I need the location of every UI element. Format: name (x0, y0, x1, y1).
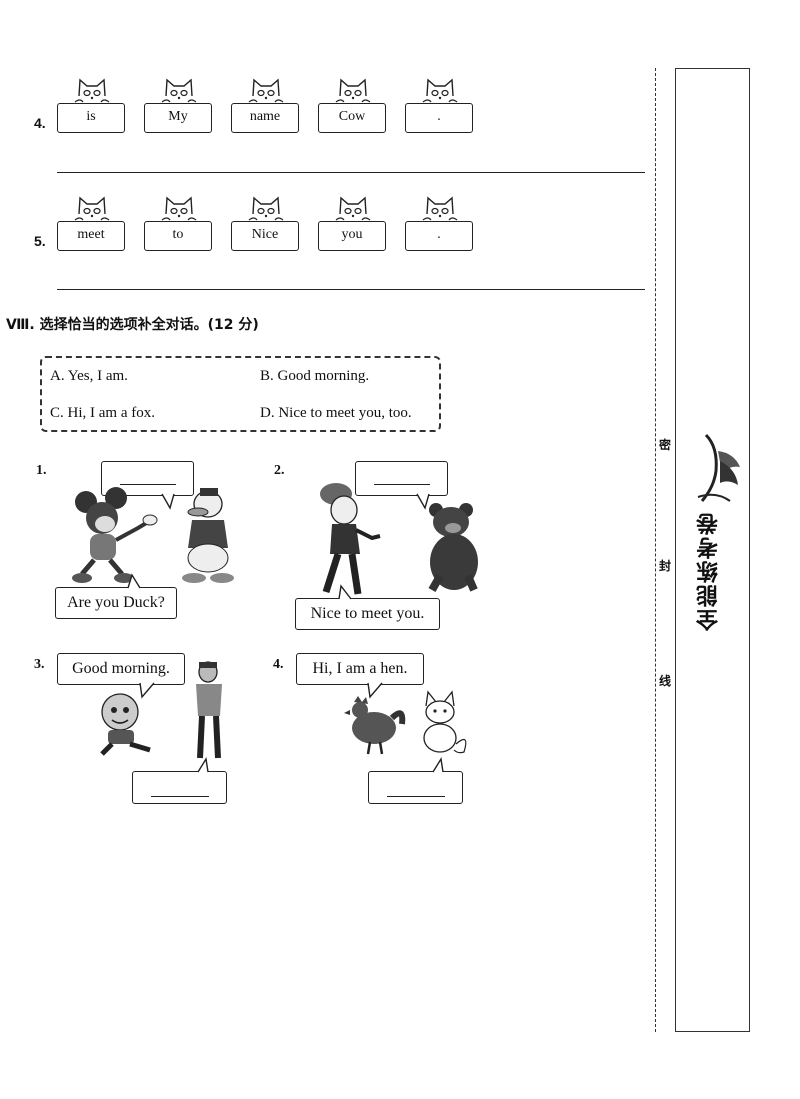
answer-blank[interactable] (374, 484, 430, 485)
word-card: . (405, 221, 473, 251)
given-line: Hi, I am a hen. (312, 660, 408, 677)
side-panel: 全能练考卷 (675, 68, 750, 1032)
word-card: Cow (318, 103, 386, 133)
hen-figure (344, 696, 406, 755)
answer-bubble[interactable] (368, 771, 463, 804)
seal-line (655, 68, 656, 1032)
speech-bubble-tail-icon (432, 757, 444, 773)
word-card: My (144, 103, 212, 133)
answer-bubble[interactable] (355, 461, 448, 496)
dialog-number: 3. (34, 657, 45, 672)
word-card: Nice (231, 221, 299, 251)
logger-man-figure (320, 483, 381, 595)
seal-char: 封 (659, 559, 672, 573)
answer-blank[interactable] (151, 796, 209, 797)
seal-char: 线 (659, 674, 672, 688)
speech-bubble-tail-icon (161, 493, 175, 510)
word-card: to (144, 221, 212, 251)
answer-line[interactable] (57, 289, 645, 290)
speech-bubble-tail-icon (416, 493, 430, 510)
cat-head-icon (422, 78, 458, 103)
speech-bubble-tail-icon (197, 757, 209, 773)
seal-char: 密 (659, 438, 672, 452)
cat-head-icon (161, 78, 197, 103)
donald-duck-figure (182, 488, 234, 583)
word-card: is (57, 103, 125, 133)
speech-bubble-tail-icon (139, 682, 155, 699)
cat-head-icon (248, 196, 284, 221)
cat-head-icon (161, 196, 197, 221)
options-box: A. Yes, I am. B. Good morning. C. Hi, I … (40, 356, 441, 432)
cat-head-icon (74, 78, 110, 103)
speech-bubble-tail-icon (127, 573, 141, 589)
boy-figure (100, 693, 151, 756)
word-card: you (318, 221, 386, 251)
fox-figure (423, 690, 467, 754)
answer-bubble[interactable] (132, 771, 227, 804)
option-a: A. Yes, I am. (50, 368, 128, 384)
cat-head-icon (74, 196, 110, 221)
option-d: D. Nice to meet you, too. (260, 405, 412, 421)
speech-bubble-tail-icon (338, 584, 352, 600)
dialog-number: 2. (274, 463, 285, 478)
section-title: Ⅷ. 选择恰当的选项补全对话。(12 分) (6, 317, 259, 333)
dialog-number: 1. (36, 463, 47, 478)
answer-blank[interactable] (120, 484, 176, 485)
logo-feather-icon (697, 433, 740, 502)
cat-head-icon (422, 196, 458, 221)
answer-blank[interactable] (387, 796, 445, 797)
word-card: meet (57, 221, 125, 251)
man-figure (196, 661, 222, 759)
given-line: Nice to meet you. (310, 605, 425, 622)
question-number: 5. (34, 233, 46, 249)
given-line-bubble: Good morning. (57, 653, 185, 685)
answer-line[interactable] (57, 172, 645, 173)
cat-head-icon (335, 196, 371, 221)
option-b: B. Good morning. (260, 368, 370, 384)
question-number: 4. (34, 115, 46, 131)
given-line: Are you Duck? (67, 594, 165, 611)
word-card: name (231, 103, 299, 133)
cat-head-icon (248, 78, 284, 103)
bear-figure (428, 503, 478, 592)
given-line-bubble: Are you Duck? (55, 587, 177, 619)
given-line-bubble: Nice to meet you. (295, 598, 440, 630)
mickey-mouse-figure (72, 487, 158, 583)
given-line-bubble: Hi, I am a hen. (296, 653, 424, 685)
given-line: Good morning. (72, 660, 170, 677)
dialog-number: 4. (273, 657, 284, 672)
cat-head-icon (335, 78, 371, 103)
option-c: C. Hi, I am a fox. (50, 405, 155, 421)
word-card: . (405, 103, 473, 133)
brand-title: 全能练考卷 (697, 511, 722, 631)
speech-bubble-tail-icon (367, 682, 383, 699)
